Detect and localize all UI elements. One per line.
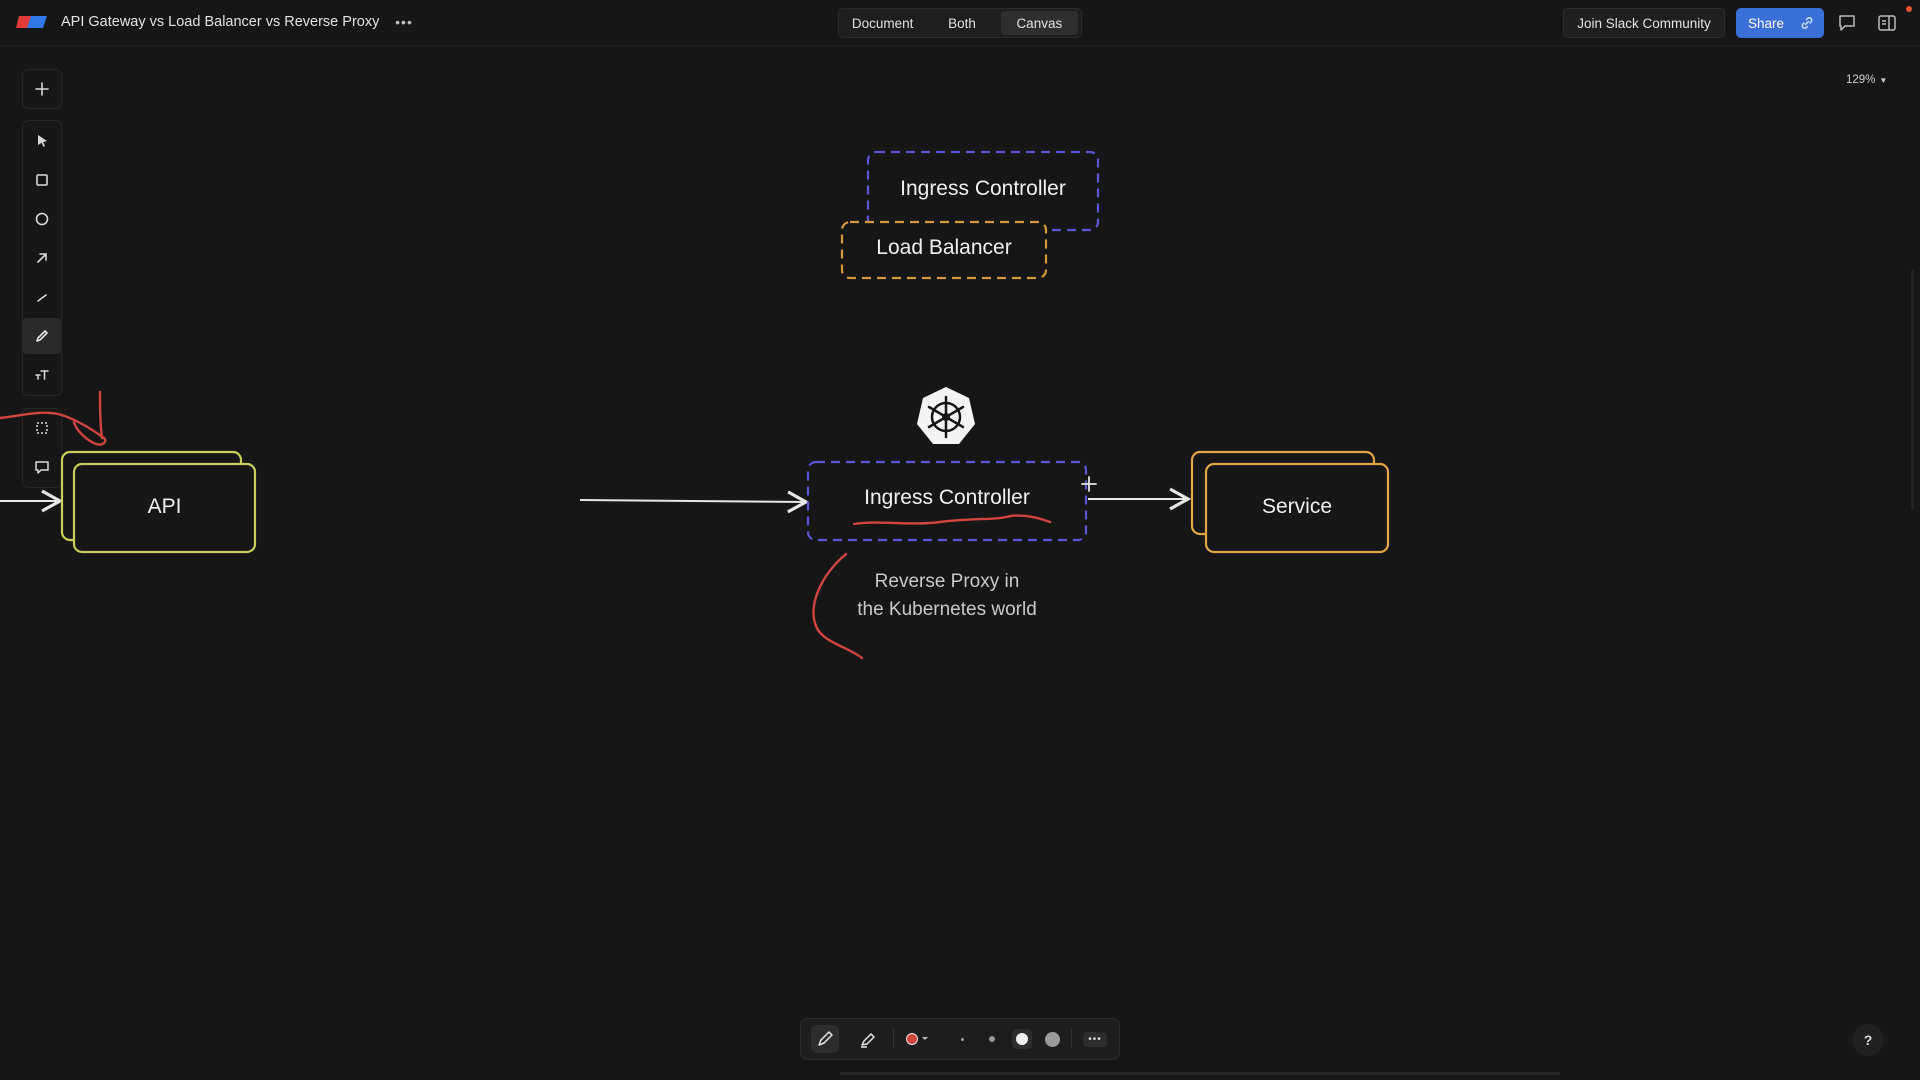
red-curve-annotation [812,552,864,660]
line-tool[interactable] [22,279,62,315]
reverse-proxy-note: Reverse Proxy in the Kubernetes world [820,568,1074,624]
text-tool[interactable] [22,357,62,393]
more-options-button[interactable]: ••• [393,11,415,33]
notification-dot [1906,6,1912,12]
service-box[interactable] [1204,462,1390,554]
horizontal-scrollbar[interactable] [840,1072,1560,1075]
whiteboard-canvas[interactable] [0,46,1920,1080]
color-picker-icon [906,1033,928,1045]
size-s-dot-icon [989,1036,995,1042]
frame-tool-group [22,408,62,488]
app-logo[interactable] [16,14,50,30]
pen-style-button[interactable] [805,1019,845,1059]
view-mode-toggle: Document Both Canvas [838,8,1082,38]
more-horizontal-icon: ••• [395,14,413,30]
note-line-1: Reverse Proxy in [874,571,1020,592]
document-title[interactable]: API Gateway vs Load Balancer vs Reverse … [61,14,380,30]
join-slack-button[interactable]: Join Slack Community [1563,8,1725,38]
zoom-control[interactable]: 129% ▼ [1846,70,1902,90]
comment-tool[interactable] [22,449,62,485]
more-pen-options-button[interactable]: ••• [1077,1019,1113,1059]
pencil-icon [36,330,48,342]
pointer-icon [38,135,47,147]
chevron-down-icon: ▼ [1879,75,1888,85]
pen-tool[interactable] [22,318,62,354]
toolbar-divider [1071,1029,1072,1049]
top-bar: API Gateway vs Load Balancer vs Reverse … [0,0,1920,46]
ellipse-tool[interactable] [22,201,62,237]
load-balancer-label: Load Balancer [876,236,1012,259]
view-mode-both[interactable]: Both [948,15,976,31]
red-underline-annotation [852,514,1052,526]
arrow-tool[interactable] [22,240,62,276]
arrow-icon [37,253,47,263]
plus-icon [35,82,49,96]
size-xs-dot-icon [960,1037,964,1041]
ingress-top-label: Ingress Controller [900,177,1066,200]
square-icon [36,174,48,186]
api-box[interactable] [72,462,257,554]
rectangle-tool[interactable] [22,162,62,198]
link-icon[interactable] [1798,14,1816,32]
api-label: API [147,495,182,518]
move-cursor-icon [1081,476,1097,492]
drawing-tool-group [22,120,62,396]
more-icon: ••• [1083,1031,1107,1047]
view-mode-canvas[interactable]: Canvas [1000,11,1078,35]
color-picker-button[interactable] [897,1019,941,1059]
side-panel-icon[interactable] [1876,12,1898,34]
share-button-label: Share [1748,15,1785,31]
comment-icon [35,461,49,474]
select-tool[interactable] [22,123,62,159]
zoom-level: 129% [1846,74,1876,86]
size-l-button[interactable] [1039,1019,1065,1059]
add-tool-group [22,69,62,109]
text-icon [35,370,49,380]
pen-icon [811,1025,839,1053]
share-button[interactable]: Share [1736,8,1824,38]
frame-icon [36,422,48,434]
help-button[interactable]: ? [1852,1024,1884,1056]
frame-tool[interactable] [22,410,62,446]
red-annotation-api [0,390,107,446]
size-m-button[interactable] [1009,1019,1035,1059]
view-mode-document[interactable]: Document [851,15,914,31]
ingress-main-box[interactable] [806,460,1088,542]
ingress-main-label: Ingress Controller [864,486,1030,509]
service-label: Service [1261,495,1333,518]
comments-icon[interactable] [1836,12,1858,34]
line-icon [37,294,47,302]
size-xs-button[interactable] [949,1019,975,1059]
vertical-scrollbar[interactable] [1911,270,1914,510]
note-line-2: the Kubernetes world [857,599,1037,620]
highlighter-button[interactable] [849,1019,887,1059]
size-l-dot-icon [1044,1031,1060,1047]
arrow-into-ingress[interactable] [579,490,810,514]
size-s-button[interactable] [979,1019,1005,1059]
circle-icon [35,212,49,226]
add-tool[interactable] [22,71,62,107]
highlighter-icon [861,1033,875,1048]
toolbar-divider [893,1029,894,1049]
size-m-dot-icon [1012,1029,1032,1049]
load-balancer-box[interactable] [840,220,1048,280]
pen-options-toolbar: ••• [800,1018,1120,1060]
kubernetes-helm-icon [917,387,975,444]
